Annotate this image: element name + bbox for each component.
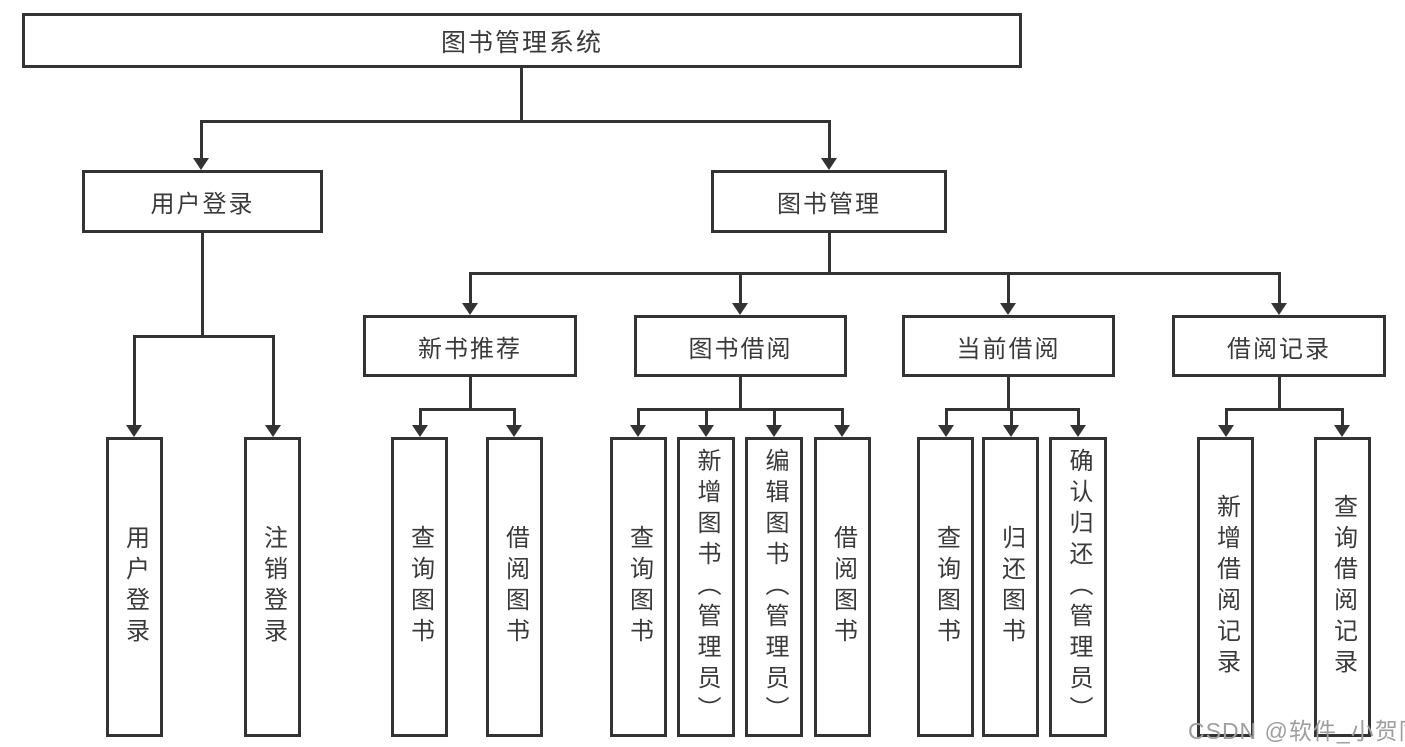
arrowhead-down-icon (698, 425, 714, 437)
arrowhead-down-icon (265, 425, 281, 437)
connector-shaft (419, 408, 422, 425)
arrowhead-down-icon (126, 425, 142, 437)
connector-shaft (1278, 272, 1281, 303)
node-borrowing-records: 借阅记录 (1172, 315, 1386, 377)
leaf-confirm-return-admin: 确认归还（管理员） (1049, 437, 1107, 737)
connector-shaft (773, 408, 776, 425)
arrowhead-down-icon (766, 425, 782, 437)
arrowhead-down-icon (1070, 425, 1086, 437)
connector-shaft (637, 408, 640, 425)
connector-rail (133, 335, 273, 338)
arrowhead-down-icon (506, 425, 522, 437)
arrowhead-down-icon (193, 158, 209, 170)
connector-stub (1278, 377, 1281, 408)
connector-stub (739, 377, 742, 408)
connector-shaft (828, 120, 831, 158)
connector-stub (828, 233, 831, 275)
connector-shaft (1007, 272, 1010, 303)
arrowhead-down-icon (1218, 425, 1234, 437)
connector-stub (520, 68, 523, 120)
connector-stub (201, 233, 204, 335)
node-library-management-system: 图书管理系统 (22, 13, 1022, 68)
leaf-query-borrow-record: 查询借阅记录 (1314, 437, 1371, 737)
arrowhead-down-icon (821, 158, 837, 170)
leaf-return-books: 归还图书 (982, 437, 1039, 737)
connector-shaft (1341, 408, 1344, 425)
connector-shaft (1225, 408, 1228, 425)
node-new-book-recommendation: 新书推荐 (363, 315, 577, 377)
connector-shaft (841, 408, 844, 425)
connector-shaft (469, 272, 472, 303)
leaf-add-books-admin: 新增图书（管理员） (677, 437, 735, 737)
csdn-watermark: CSDN @软件_小贺同学 (1188, 718, 1405, 744)
node-current-borrowing: 当前借阅 (902, 315, 1115, 377)
connector-shaft (739, 272, 742, 303)
connector-shaft (200, 120, 203, 158)
connector-shaft (705, 408, 708, 425)
connector-shaft (1010, 408, 1013, 425)
connector-shaft (272, 335, 275, 425)
connector-stub (469, 377, 472, 408)
leaf-query-books-recommend: 查询图书 (391, 437, 448, 737)
arrowhead-down-icon (412, 425, 428, 437)
connector-rail (1225, 408, 1343, 411)
connector-rail (419, 408, 515, 411)
arrowhead-down-icon (834, 425, 850, 437)
leaf-borrow-books-borrowing: 借阅图书 (814, 437, 871, 737)
connector-shaft (133, 335, 136, 425)
arrowhead-down-icon (732, 303, 748, 315)
connector-stub (1007, 377, 1010, 408)
node-user-login: 用户登录 (82, 170, 323, 233)
arrowhead-down-icon (462, 303, 478, 315)
arrowhead-down-icon (1003, 425, 1019, 437)
leaf-user-login: 用户登录 (106, 437, 163, 737)
connector-rail (200, 120, 830, 123)
connector-shaft (1077, 408, 1080, 425)
connector-shaft (513, 408, 516, 425)
leaf-logout-login: 注销登录 (244, 437, 301, 737)
arrowhead-down-icon (938, 425, 954, 437)
arrowhead-down-icon (1000, 303, 1016, 315)
leaf-query-books-borrowing: 查询图书 (610, 437, 667, 737)
leaf-edit-books-admin: 编辑图书（管理员） (745, 437, 803, 737)
connector-shaft (945, 408, 948, 425)
arrowhead-down-icon (1271, 303, 1287, 315)
leaf-add-borrow-record: 新增借阅记录 (1197, 437, 1254, 737)
connector-rail (637, 408, 843, 411)
node-book-management: 图书管理 (711, 170, 947, 233)
node-book-borrowing: 图书借阅 (634, 315, 847, 377)
arrowhead-down-icon (630, 425, 646, 437)
leaf-query-books-current: 查询图书 (917, 437, 974, 737)
leaf-borrow-books-recommend: 借阅图书 (486, 437, 543, 737)
connector-rail (469, 272, 1280, 275)
arrowhead-down-icon (1334, 425, 1350, 437)
